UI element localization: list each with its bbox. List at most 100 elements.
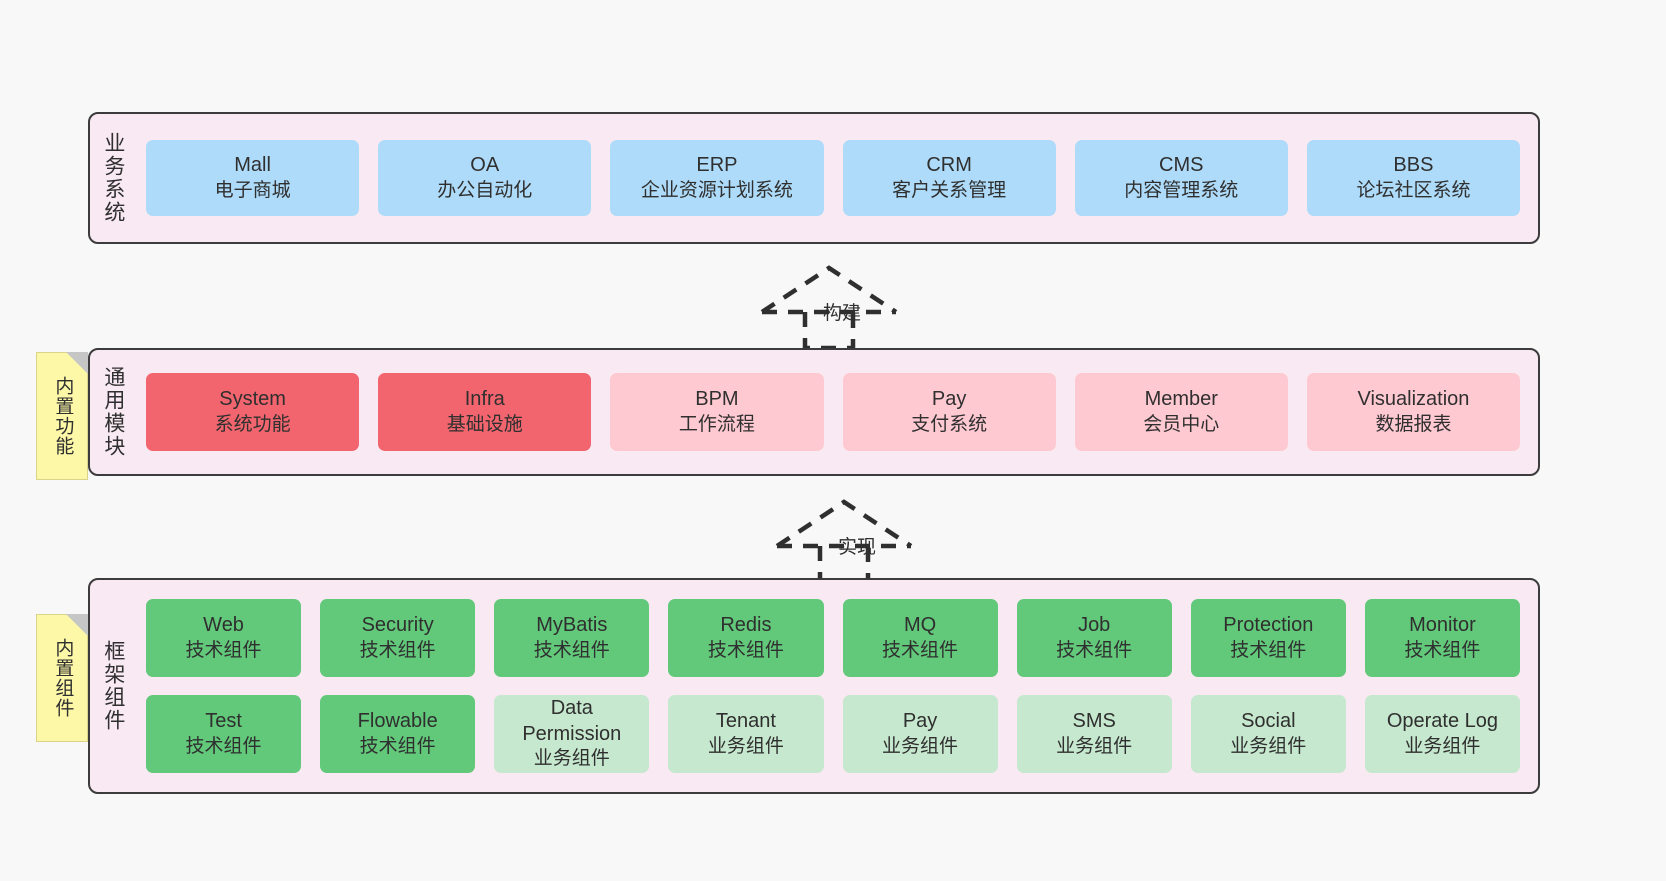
box-title: Test [205, 710, 242, 733]
box-data-permission[interactable]: Data Permission 业务组件 [494, 695, 650, 773]
box-infra[interactable]: Infra 基础设施 [378, 373, 592, 451]
box-member[interactable]: Member 会员中心 [1074, 373, 1288, 451]
box-web[interactable]: Web 技术组件 [146, 599, 302, 677]
box-subtitle: 技术组件 [533, 639, 610, 661]
box-subtitle: 技术组件 [882, 639, 959, 661]
note-builtin-function: 内置功能 [36, 352, 88, 480]
box-redis[interactable]: Redis 技术组件 [668, 599, 824, 677]
box-subtitle: 技术组件 [359, 735, 436, 757]
layer-body-business-system: Mall 电子商城 OA 办公自动化 ERP 企业资源计划系统 CRM 客户关系… [136, 114, 1538, 242]
box-row: Test 技术组件 Flowable 技术组件 Data Permission … [146, 695, 1520, 773]
generalization-arrow-icon [775, 499, 913, 585]
box-title: BPM [695, 388, 739, 411]
layer-title-framework-component: 框架组件 [101, 640, 125, 732]
box-title: Operate Log [1386, 710, 1499, 733]
box-test[interactable]: Test 技术组件 [146, 695, 302, 773]
box-visualization[interactable]: Visualization 数据报表 [1306, 373, 1521, 451]
box-subtitle: 业务组件 [1230, 735, 1307, 757]
layer-common-module: 通用模块 System 系统功能 Infra 基础设施 BPM 工作流程 Pay… [88, 348, 1540, 476]
box-flowable[interactable]: Flowable 技术组件 [320, 695, 476, 773]
connector-realize: 实现 [772, 492, 942, 586]
box-title: CRM [926, 154, 972, 177]
box-job[interactable]: Job 技术组件 [1016, 599, 1172, 677]
box-subtitle: 数据报表 [1375, 413, 1452, 435]
box-mall[interactable]: Mall 电子商城 [146, 140, 360, 216]
box-subtitle: 基础设施 [446, 413, 523, 435]
box-title: Security [361, 614, 434, 637]
note-text: 内置功能 [52, 376, 74, 456]
box-title: ERP [696, 154, 738, 177]
box-row: System 系统功能 Infra 基础设施 BPM 工作流程 Pay 支付系统… [146, 373, 1521, 451]
layer-title-common-module: 通用模块 [101, 366, 125, 458]
box-monitor[interactable]: Monitor 技术组件 [1364, 599, 1520, 677]
box-title: Tenant [715, 710, 776, 733]
box-tenant[interactable]: Tenant 业务组件 [668, 695, 824, 773]
box-subtitle: 论坛社区系统 [1356, 179, 1471, 201]
box-subtitle: 业务组件 [533, 748, 610, 770]
box-subtitle: 技术组件 [707, 639, 784, 661]
box-subtitle: 技术组件 [1404, 639, 1481, 661]
box-title: MQ [903, 614, 937, 637]
box-social[interactable]: Social 业务组件 [1190, 695, 1346, 773]
box-subtitle: 技术组件 [359, 639, 436, 661]
box-title: Pay [902, 710, 938, 733]
box-title: Data Permission [522, 697, 622, 745]
box-bpm[interactable]: BPM 工作流程 [610, 373, 824, 451]
box-title: Redis [720, 614, 772, 637]
box-title: CMS [1159, 154, 1204, 177]
box-subtitle: 技术组件 [1230, 639, 1307, 661]
box-mybatis[interactable]: MyBatis 技术组件 [494, 599, 650, 677]
box-sms[interactable]: SMS 业务组件 [1016, 695, 1172, 773]
box-title: System [219, 388, 286, 411]
note-text: 内置组件 [52, 638, 74, 718]
layer-title-business-system: 业务系统 [101, 132, 125, 224]
box-subtitle: 系统功能 [214, 413, 291, 435]
box-title: Member [1144, 388, 1218, 411]
box-subtitle: 企业资源计划系统 [640, 179, 793, 201]
connector-build: 构建 [757, 258, 927, 352]
box-subtitle: 技术组件 [185, 639, 262, 661]
box-title: BBS [1393, 154, 1434, 177]
layer-body-common-module: System 系统功能 Infra 基础设施 BPM 工作流程 Pay 支付系统… [136, 350, 1538, 474]
box-title: Mall [234, 154, 271, 177]
box-subtitle: 电子商城 [214, 179, 291, 201]
box-protection[interactable]: Protection 技术组件 [1190, 599, 1346, 677]
box-oa[interactable]: OA 办公自动化 [378, 140, 592, 216]
box-title: Pay [931, 388, 967, 411]
box-title: Protection [1223, 614, 1314, 637]
box-title: MyBatis [536, 614, 608, 637]
box-subtitle: 业务组件 [1056, 735, 1133, 757]
box-subtitle: 技术组件 [185, 735, 262, 757]
box-erp[interactable]: ERP 企业资源计划系统 [610, 140, 824, 216]
box-title: Monitor [1409, 614, 1476, 637]
box-title: Job [1078, 614, 1111, 637]
box-security[interactable]: Security 技术组件 [320, 599, 476, 677]
box-mq[interactable]: MQ 技术组件 [842, 599, 998, 677]
layer-body-framework-component: Web 技术组件 Security 技术组件 MyBatis 技术组件 Redi… [136, 580, 1538, 792]
box-operate-log[interactable]: Operate Log 业务组件 [1364, 695, 1520, 773]
box-row: Web 技术组件 Security 技术组件 MyBatis 技术组件 Redi… [146, 599, 1520, 677]
box-pay-module[interactable]: Pay 支付系统 [842, 373, 1056, 451]
box-title: Infra [464, 388, 505, 411]
note-builtin-component: 内置组件 [36, 614, 88, 742]
box-subtitle: 技术组件 [1056, 639, 1133, 661]
box-title: Social [1241, 710, 1296, 733]
box-bbs[interactable]: BBS 论坛社区系统 [1306, 140, 1521, 216]
box-subtitle: 业务组件 [882, 735, 959, 757]
layer-business-system: 业务系统 Mall 电子商城 OA 办公自动化 ERP 企业资源计划系统 CRM… [88, 112, 1540, 244]
box-title: OA [470, 154, 500, 177]
box-subtitle: 办公自动化 [437, 179, 533, 201]
box-title: Web [203, 614, 244, 637]
box-subtitle: 客户关系管理 [892, 179, 1007, 201]
generalization-arrow-icon [760, 265, 898, 351]
box-crm[interactable]: CRM 客户关系管理 [842, 140, 1056, 216]
box-title: Flowable [357, 710, 438, 733]
box-pay-component[interactable]: Pay 业务组件 [842, 695, 998, 773]
box-cms[interactable]: CMS 内容管理系统 [1074, 140, 1288, 216]
box-subtitle: 业务组件 [707, 735, 784, 757]
box-subtitle: 会员中心 [1143, 413, 1220, 435]
box-subtitle: 内容管理系统 [1124, 179, 1239, 201]
box-system[interactable]: System 系统功能 [146, 373, 360, 451]
box-subtitle: 业务组件 [1404, 735, 1481, 757]
